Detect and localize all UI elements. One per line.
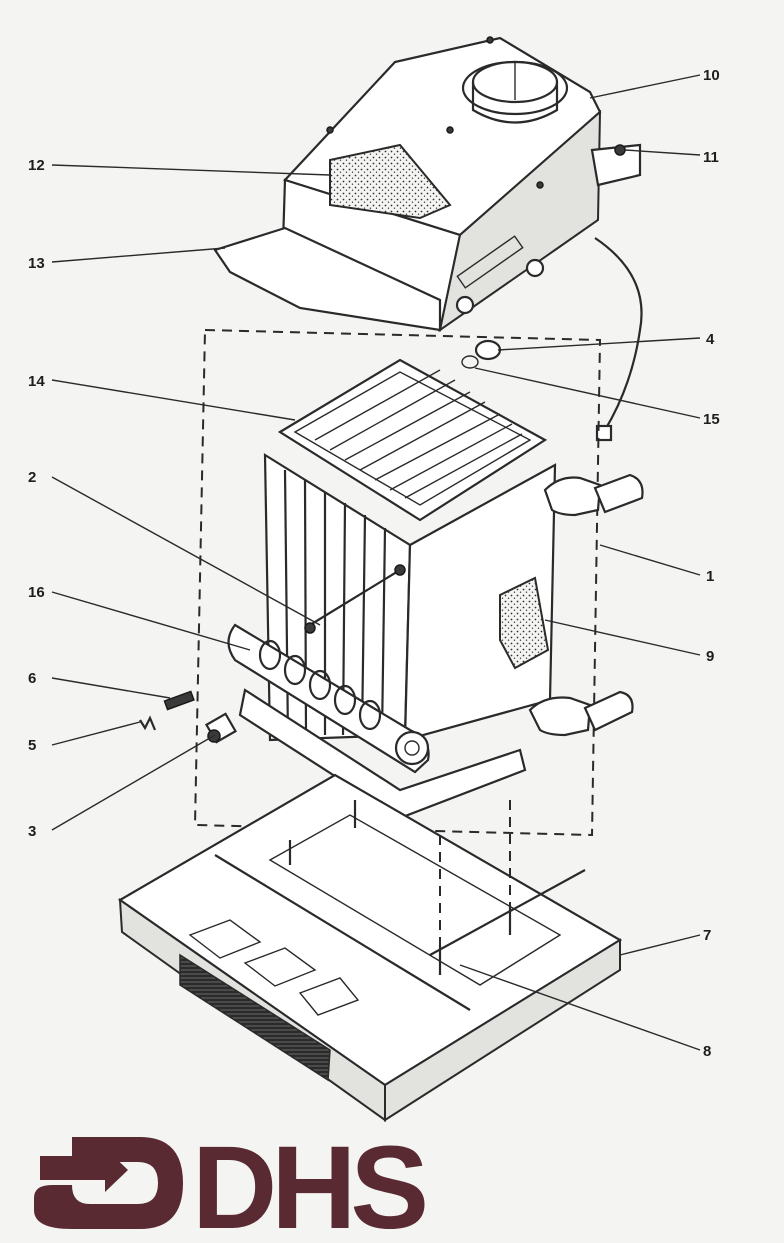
sensor-6 — [163, 690, 195, 711]
callout-16: 16 — [28, 584, 45, 601]
callout-2: 2 — [28, 469, 36, 486]
callout-15: 15 — [703, 411, 720, 428]
callout-14: 14 — [28, 373, 45, 390]
callout-labels: 10 11 12 13 4 14 15 2 1 16 9 6 5 3 7 8 — [28, 67, 720, 1060]
callout-9: 9 — [706, 648, 714, 665]
hose-fitting — [595, 424, 613, 442]
callout-6: 6 — [28, 670, 36, 687]
heat-exchanger — [139, 339, 644, 820]
draft-hood — [213, 36, 642, 333]
hose-line — [594, 237, 643, 431]
callout-1: 1 — [706, 568, 714, 585]
leader-lines — [51, 74, 701, 1051]
base-pan — [117, 773, 623, 1122]
clip-5 — [139, 715, 157, 731]
callout-5: 5 — [28, 737, 36, 754]
logo-arrow-mark — [34, 1137, 183, 1229]
callout-10: 10 — [703, 67, 720, 84]
dhs-logo: DHS — [34, 1122, 431, 1243]
logo-text: DHS — [192, 1122, 425, 1243]
front-grille — [179, 953, 331, 1082]
callout-3: 3 — [28, 823, 36, 840]
callout-8: 8 — [703, 1043, 711, 1060]
assembly-outline — [193, 329, 602, 837]
callout-13: 13 — [28, 255, 45, 272]
callout-11: 11 — [703, 149, 719, 166]
callout-4: 4 — [706, 331, 715, 348]
callout-12: 12 — [28, 157, 45, 174]
callout-7: 7 — [703, 927, 711, 944]
